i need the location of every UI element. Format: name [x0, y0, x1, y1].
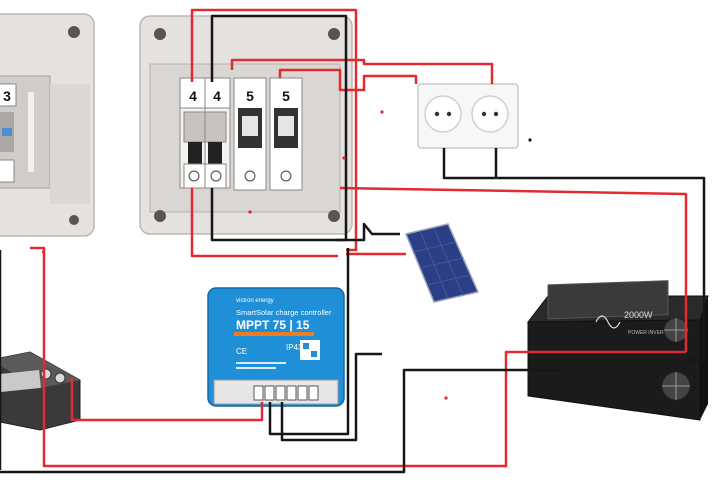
distribution-panel-left: 3: [0, 13, 95, 237]
breaker-5-right: 5: [269, 77, 303, 191]
panel-screw-icon: [328, 28, 340, 40]
breaker-label: 4: [189, 88, 197, 104]
controller-line1: SmartSolar charge controller: [236, 308, 332, 317]
breaker-label: 5: [282, 88, 290, 104]
terminal-screw-icon: [210, 170, 222, 182]
controller-model: MPPT 75 | 15: [236, 318, 310, 332]
battery-terminal-icon: [54, 372, 66, 384]
panel-screw-icon: [328, 210, 340, 222]
inverter-rating: 2000W: [624, 310, 653, 320]
solar-panel: [404, 223, 480, 303]
controller-marks: CE: [236, 347, 247, 356]
panel-screw-icon: [68, 26, 80, 38]
controller-terminals: [253, 385, 319, 401]
breaker-label: 3: [3, 88, 11, 104]
breaker-5-left: 5: [233, 77, 267, 191]
breaker-double-4: 4 4: [179, 77, 231, 189]
breaker-label: 4: [213, 88, 221, 104]
distribution-panel-right: 4 4 5 5: [139, 15, 353, 235]
socket-outlet-icon: [424, 95, 462, 133]
controller-brand: victron energy: [236, 298, 274, 304]
inverter-subtitle: POWER INVERTER: [628, 330, 674, 336]
panel-screw-icon: [154, 28, 166, 40]
battery-terminal-icon: [40, 368, 52, 380]
controller-rating: IP43: [286, 343, 303, 352]
power-inverter: 2000W POWER INVERTER: [526, 280, 709, 421]
sine-wave-icon: [595, 315, 621, 329]
wires: [0, 8, 706, 474]
double-wall-socket: [417, 83, 519, 149]
breaker-label: 5: [246, 88, 254, 104]
panel-screw-icon: [154, 210, 166, 222]
marker-dots: [248, 110, 532, 400]
battery: [0, 351, 81, 431]
socket-outlet-icon: [471, 95, 509, 133]
terminal-screw-icon: [244, 170, 256, 182]
terminal-screw-icon: [188, 170, 200, 182]
mppt-charge-controller: victron energy SmartSolar charge control…: [207, 287, 345, 407]
panel-screw-icon: [69, 215, 79, 225]
terminal-screw-icon: [280, 170, 292, 182]
